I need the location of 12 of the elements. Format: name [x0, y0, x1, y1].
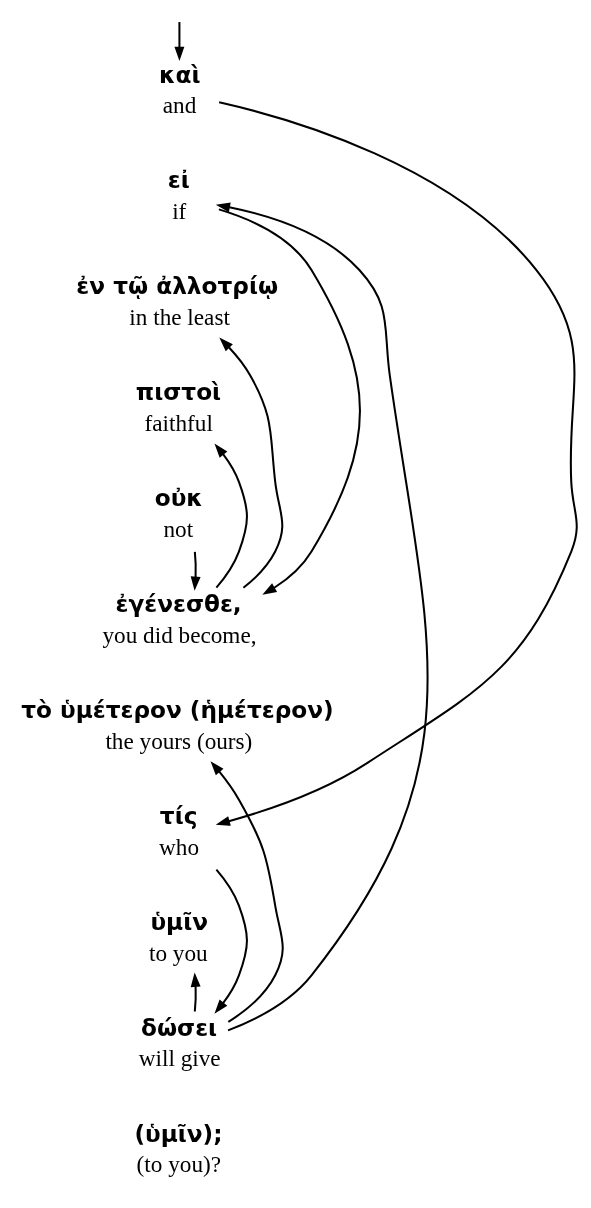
node-text: τίς who [159, 802, 200, 860]
node-text: εἰ if [167, 166, 190, 224]
node-text: τὸ ὑμέτερον (ἡμέτερον) the yours (ours) [21, 696, 334, 754]
label: (to you)? [136, 1151, 222, 1178]
node-text: ἐγένεσθε, you did become, [102, 590, 257, 648]
node-text: δώσει will give [138, 1013, 221, 1072]
node-text: πιστοὶ faithful [135, 378, 222, 436]
node-text: καὶ and [159, 60, 201, 118]
label: (ὑμῖν); [134, 1119, 223, 1147]
node-text: ἐν τῷ ἀλλοτρίῳ in the least [76, 272, 279, 330]
node-text: ὑμῖν to you [148, 908, 208, 966]
node-text: οὐκ not [154, 484, 203, 542]
